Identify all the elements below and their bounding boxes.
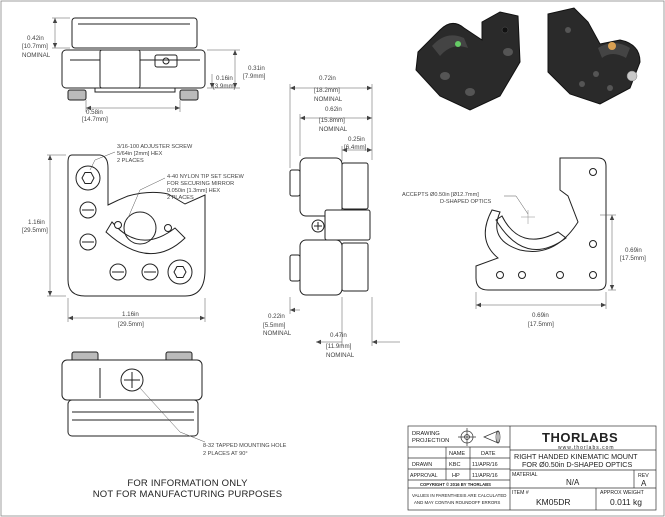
dim-top-height-in: 0.42in (27, 35, 44, 42)
tb-date-header: DATE (481, 451, 496, 457)
title-block (407, 425, 657, 511)
bottom-view (61, 351, 203, 437)
back-view-dims (475, 195, 616, 309)
dim-side-w3-in: 0.25in (348, 136, 365, 143)
callout-mount-hole-2: 2 PLACES AT 90° (203, 451, 248, 457)
tb-drawn-label: DRAWN (412, 462, 432, 468)
iso-view-right (547, 7, 641, 105)
tb-item-value: KM05DR (536, 497, 570, 507)
iso-view-left (415, 11, 521, 111)
callout-setscrew-3: 0.050in [1.3mm] HEX (167, 188, 220, 194)
dim-front-width-mm: [29.5mm] (118, 321, 144, 328)
callout-optic-1: ACCEPTS Ø0.50in [Ø12.7mm] (402, 192, 479, 198)
tb-approval-label: APPROVAL (410, 473, 438, 479)
dim-top-bottom-in: 0.58in (86, 109, 103, 116)
dim-top-center-in: 0.16in (216, 75, 233, 82)
dim-front-height-in: 1.16in (28, 219, 45, 226)
dim-side-w2-mm: [15.8mm] (319, 117, 345, 124)
dim-top-center-mm: [3.9mm] (213, 83, 236, 90)
dim-back-height-in: 0.69in (625, 247, 642, 254)
dim-side-b1-tag: NOMINAL (263, 330, 292, 337)
tb-copyright: COPYRIGHT © 2016 BY THORLABS (420, 482, 491, 487)
dim-front-height-mm: [29.5mm] (22, 227, 48, 234)
tb-title-2: FOR Ø0.50in D-SHAPED OPTICS (522, 460, 632, 469)
tb-material-label: MATERIAL (512, 472, 538, 478)
callout-mount-hole-1: 8-32 TAPPED MOUNTING HOLE (203, 443, 287, 449)
dim-side-b2-in: 0.47in (330, 332, 347, 339)
dim-side-b2-mm: [11.9mm] (326, 343, 352, 350)
callout-setscrew-1: 4-40 NYLON TIP SET SCREW (167, 174, 245, 180)
info-line-2: NOT FOR MANUFACTURING PURPOSES (92, 489, 283, 500)
callout-adjuster-1: 3/16-100 ADJUSTER SCREW (117, 144, 193, 150)
dim-side-b1-in: 0.22in (268, 313, 285, 320)
dim-top-height-tag: NOMINAL (22, 52, 51, 59)
front-view-dims (47, 151, 206, 322)
tb-projection-2: PROJECTION (412, 438, 449, 444)
back-view (475, 157, 607, 291)
tb-item-label: ITEM # (512, 490, 529, 496)
dim-back-width-mm: [17.5mm] (528, 321, 554, 328)
bottom-view-dims (139, 387, 206, 443)
tb-name-header: NAME (449, 451, 465, 457)
front-view (67, 154, 206, 297)
tb-rev-value: A (641, 479, 647, 488)
callout-setscrew-4: 2 PLACES (167, 195, 194, 201)
tb-projection-1: DRAWING (412, 431, 440, 437)
dim-side-w2-tag: NOMINAL (319, 126, 348, 133)
tb-approval-date: 11/APR/16 (472, 473, 498, 479)
information-notice: FOR INFORMATION ONLY NOT FOR MANUFACTURI… (80, 478, 295, 500)
dim-side-b2-tag: NOMINAL (326, 352, 355, 359)
tb-approval-name: HP (452, 473, 460, 479)
tb-weight-label: APPROX WEIGHT (600, 490, 645, 496)
info-line-1: FOR INFORMATION ONLY (127, 478, 248, 489)
tb-rev-label: REV (638, 473, 649, 479)
tb-weight-value: 0.011 kg (610, 497, 642, 507)
dim-side-b1-mm: [5.5mm] (263, 322, 286, 329)
callout-optic-2: D-SHAPED OPTICS (440, 199, 492, 205)
top-view-dims (52, 17, 240, 112)
callout-adjuster-3: 2 PLACES (117, 158, 144, 164)
thorlabs-website: www.thorlabs.com (558, 445, 615, 451)
dim-top-right-in: 0.31in (248, 65, 265, 72)
tb-drawn-date: 11/APR/16 (472, 462, 498, 468)
dim-side-w3-mm: [6.4mm] (344, 144, 367, 151)
dim-side-w1-tag: NOMINAL (314, 96, 343, 103)
dim-side-w2-in: 0.62in (325, 106, 342, 113)
tb-drawn-name: KBC (449, 462, 461, 468)
dim-back-width-in: 0.69in (532, 312, 549, 319)
tb-title-1: RIGHT HANDED KINEMATIC MOUNT (514, 452, 638, 461)
dim-top-bottom-mm: [14.7mm] (82, 116, 108, 123)
callout-adjuster-2: 5/64in [2mm] HEX (117, 151, 163, 157)
tb-material-value: N/A (566, 478, 580, 487)
tb-disclaimer-2: AND MAY CONTAIN ROUNDOFF ERRORS (414, 500, 500, 505)
dim-back-height-mm: [17.5mm] (620, 255, 646, 262)
side-view (289, 157, 371, 296)
dim-top-right-mm: [7.9mm] (243, 73, 266, 80)
callout-setscrew-2: FOR SECURING MIRROR (167, 181, 234, 187)
top-view (61, 17, 206, 101)
dim-front-width-in: 1.16in (122, 311, 139, 318)
tb-disclaimer-1: VALUES IN PARENTHESIS ARE CALCULATED (412, 493, 506, 498)
side-view-dims (289, 84, 400, 346)
dim-side-w1-in: 0.72in (319, 75, 336, 82)
dim-side-w1-mm: [18.2mm] (314, 87, 340, 94)
dim-top-height-mm: [10.7mm] (22, 43, 48, 50)
thorlabs-logo: THORLABS (542, 430, 618, 445)
